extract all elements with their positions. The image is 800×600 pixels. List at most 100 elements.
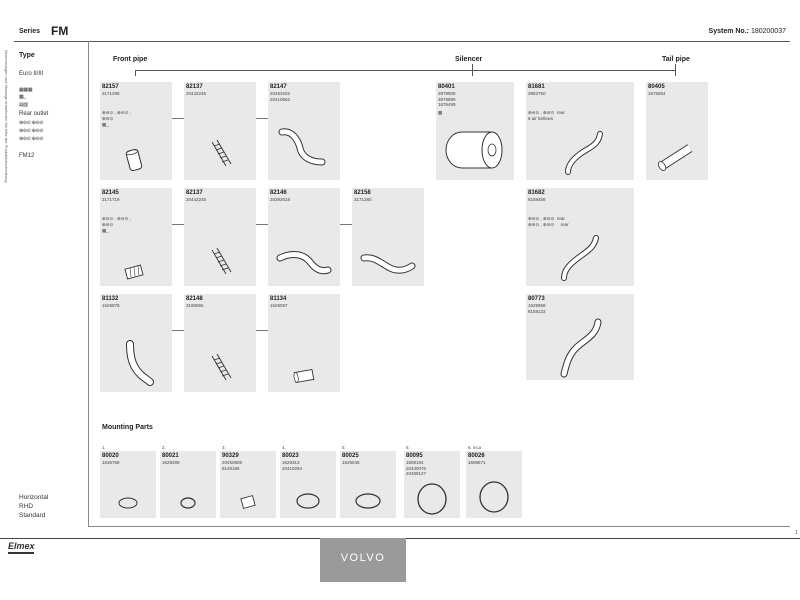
clamp-icon — [355, 493, 381, 509]
section-bracket — [135, 70, 675, 71]
mount-card-90329[interactable]: 90329 20450808 8149186 — [220, 451, 276, 518]
part-code: 82157 — [102, 84, 119, 90]
bracket-tick — [472, 64, 473, 76]
part-card-82148[interactable]: 82148 3190655 — [184, 294, 256, 392]
part-card-81681[interactable]: 81681 3952750 ⊕⊖⊙ , ⊕⊖⊙ rear 6 air bello… — [526, 82, 634, 180]
system-number-label: System No.: — [708, 28, 749, 35]
main-diagram-area — [88, 41, 790, 527]
part-card-82137[interactable]: 82137 20442245 — [184, 82, 256, 180]
mount-card-80021[interactable]: 80021 1629499 — [160, 451, 216, 518]
spec-symbol-2: ▩_ — [19, 94, 26, 100]
connector-line — [172, 118, 184, 119]
part-code: 82146 — [270, 190, 287, 196]
header-divider — [14, 41, 790, 42]
part-code: 82158 — [354, 190, 371, 196]
oem-number: 3979909 3979899 1676499 — [438, 91, 456, 107]
part-card-82146[interactable]: 82146 20392618 — [268, 188, 340, 286]
part-card-80773[interactable]: 80773 1629968 8159133 — [526, 294, 634, 380]
short-pipe-icon — [293, 368, 315, 384]
spec-symbol-3: ▤▥ — [19, 102, 28, 108]
fitting-note: ▩ — [438, 110, 443, 115]
mount-card-80025[interactable]: 80025 1629048 — [340, 451, 396, 518]
spec-symbol-4: ⊕⊖⊙ ⊕⊖⊙ — [19, 120, 44, 126]
clamp-icon — [296, 493, 320, 509]
part-code: 80026 — [468, 453, 485, 459]
tail-pipe-icon — [657, 144, 693, 171]
mount-card-80023[interactable]: 80023 1629313 20410294 — [280, 451, 336, 518]
part-card-81132[interactable]: 81132 1629978 — [100, 294, 172, 392]
orientation-1: Horizontal — [19, 494, 49, 501]
part-code: 81132 — [102, 296, 119, 302]
oem-number: 1629313 20410294 — [282, 460, 303, 471]
oem-number: 8159458 — [528, 197, 546, 202]
part-code: 81681 — [528, 84, 545, 90]
series-value: FM — [51, 24, 69, 38]
sleeve-icon — [240, 495, 256, 509]
fitting-note: ⊕⊖⊙ , ⊕⊖⊙ rear 6 air bellows — [528, 110, 565, 121]
mount-num: 2. — [162, 445, 166, 450]
bent-pipe-icon — [560, 318, 602, 378]
part-code: 90329 — [222, 453, 239, 459]
part-card-80401[interactable]: 80401 3979909 3979899 1676499 ▩ — [436, 82, 514, 180]
connector-line — [256, 330, 268, 331]
orientation-3: Standard — [19, 512, 46, 519]
mount-num: 6. — [406, 445, 410, 450]
model-label: FM12 — [19, 153, 35, 159]
pipe-short-icon — [125, 148, 143, 172]
part-card-82145[interactable]: 82145 3171719 ⊕⊖⊙ , ⊕⊖⊙ , ⊕⊖⊙ ▩_ — [100, 188, 172, 286]
part-card-82137-b[interactable]: 82137 20442245 — [184, 188, 256, 286]
part-code: 80021 — [162, 453, 179, 459]
bracket-tick — [675, 64, 676, 76]
oem-number: 20450808 8149186 — [222, 460, 243, 471]
connector-line — [340, 224, 352, 225]
euro-norm: Euro II/III — [19, 71, 44, 77]
connector-line — [256, 224, 268, 225]
oem-number: 20453202 20410662 — [270, 91, 291, 102]
part-code: 80020 — [102, 453, 119, 459]
oem-number: 20392618 — [270, 197, 291, 202]
short-flex-icon — [124, 264, 144, 280]
part-code: 82148 — [186, 296, 203, 302]
system-number-value: 180200037 — [750, 28, 786, 35]
bent-pipe-icon — [276, 251, 332, 275]
part-card-81134[interactable]: 81134 1629097 — [268, 294, 340, 392]
oem-number: 1609184 20430076 20489127 — [406, 460, 427, 476]
part-code: 80025 — [342, 453, 359, 459]
oem-number: 1629978 — [102, 303, 120, 308]
part-code: 80095 — [406, 453, 423, 459]
connector-line — [172, 224, 184, 225]
part-card-82158[interactable]: 82158 3171280 — [352, 188, 424, 286]
part-card-82147[interactable]: 82147 20453202 20410662 — [268, 82, 340, 180]
part-code: 80401 — [438, 84, 455, 90]
spec-symbol-5: ⊕⊖⊙ ⊕⊖⊙ — [19, 128, 44, 134]
part-code: 81134 — [270, 296, 287, 302]
mount-num: 6. inca — [468, 445, 482, 450]
mount-card-80020[interactable]: 80020 1636768 — [100, 451, 156, 518]
section-front-pipe: Front pipe — [113, 56, 148, 63]
part-code: 80405 — [648, 84, 665, 90]
part-code: 80023 — [282, 453, 299, 459]
make-badge — [320, 538, 406, 582]
section-tail-pipe: Tail pipe — [662, 56, 690, 63]
bent-pipe-icon — [360, 254, 416, 274]
left-info-column — [14, 41, 89, 526]
clamp-icon — [118, 497, 138, 509]
oem-number: 3171719 — [102, 197, 120, 202]
oem-number: 3190655 — [186, 303, 204, 308]
side-note: Abmessungen und Montage entnehmen Sie bi… — [4, 50, 9, 183]
part-card-82157[interactable]: 82157 3171298 ⊕⊖⊙ , ⊕⊖⊙ , ⊕⊖⊙ ▩_ — [100, 82, 172, 180]
oem-number: 20442245 — [186, 197, 207, 202]
orientation-2: RHD — [19, 503, 34, 510]
mount-card-80026[interactable]: 80026 1698871 — [466, 451, 522, 518]
mount-num: 5. — [342, 445, 346, 450]
section-silencer: Silencer — [455, 56, 483, 63]
spec-symbol-1: ▦▦▦ — [19, 87, 33, 93]
logo-underline — [8, 552, 34, 554]
oem-number: 1629048 — [342, 460, 360, 465]
part-code: 80773 — [528, 296, 545, 302]
part-card-81682[interactable]: 81682 8159458 ⊕⊖⊙ , ⊕⊖⊙ rear ⊕⊖⊙ , ⊕⊖⊙ r… — [526, 188, 634, 286]
part-card-80405[interactable]: 80405 1675864 — [646, 82, 708, 180]
mount-card-80095[interactable]: 80095 1609184 20430076 20489127 — [404, 451, 460, 518]
part-code: 82137 — [186, 84, 203, 90]
bent-pipe-icon — [565, 131, 603, 175]
